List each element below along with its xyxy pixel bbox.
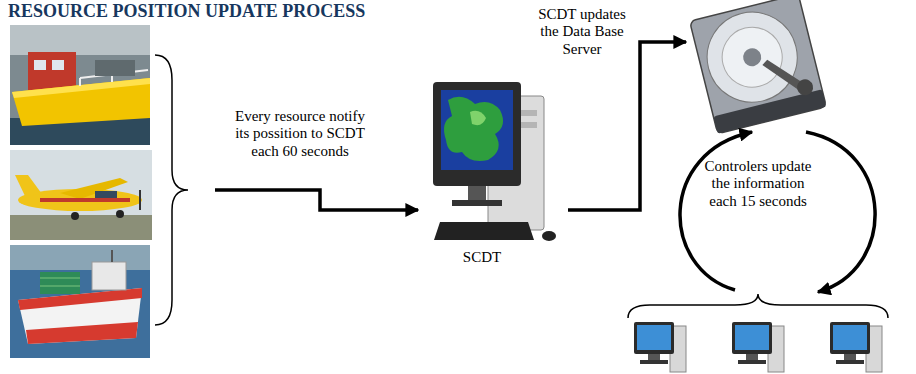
boat-photo-part — [28, 52, 76, 90]
brace — [155, 55, 188, 325]
plane-photo-part — [10, 150, 152, 240]
hard-disk-icon-part — [716, 21, 789, 94]
computer-icon-part — [434, 222, 534, 240]
controller-computer-part — [746, 354, 758, 360]
hard-disk-icon-part — [698, 3, 807, 112]
controller-computer-part — [637, 325, 671, 350]
boat-photo-part — [34, 60, 46, 70]
label-text: SCDT updates the Data Base Server — [538, 6, 626, 57]
plane-photo-part — [139, 190, 141, 210]
boat-photo-part — [52, 60, 64, 70]
boat-photo-part — [10, 245, 150, 270]
boat-photo — [10, 25, 150, 145]
arrow-label: Every resource notify its possition to S… — [230, 108, 370, 160]
hard-disk-icon — [690, 0, 827, 134]
controller-computer-part — [732, 322, 772, 354]
boat-photo-part — [40, 286, 80, 287]
controller-computer — [830, 322, 882, 372]
controller-computer-part — [836, 360, 864, 364]
computer-icon-part — [452, 200, 502, 206]
plane-photo-part — [95, 191, 117, 198]
computer-icon — [433, 82, 556, 241]
plane-photo-part — [10, 215, 152, 240]
controller-computer-part — [844, 354, 856, 360]
boat-photo-part — [79, 78, 81, 86]
brace — [628, 294, 888, 318]
controller-computer-part — [648, 354, 660, 360]
boat-photo-part — [40, 278, 80, 279]
hard-disk-icon-part — [795, 78, 814, 97]
cycle-arrow — [680, 132, 752, 290]
diagram-title: RESOURCE POSITION UPDATE PROCESS — [8, 1, 365, 22]
plane-photo-part — [15, 175, 42, 196]
boat-photo-part — [10, 25, 150, 145]
boat-photo-part — [111, 250, 113, 262]
hard-disk-icon-part — [690, 0, 827, 134]
controller-computer-part — [738, 360, 766, 364]
arrow-label: Controlers update the information each 1… — [699, 158, 817, 210]
computer-icon-part — [444, 97, 503, 161]
cycle-arrow — [806, 132, 875, 292]
boat-photo-part — [12, 78, 150, 98]
plane-photo-part — [71, 212, 79, 220]
label-text: Controlers update the information each 1… — [704, 158, 811, 209]
boat-photo-part — [10, 25, 150, 55]
controller-computer — [634, 322, 686, 372]
computer-icon-part — [441, 90, 513, 170]
boat-photo-part — [95, 60, 135, 76]
plane-photo-part — [40, 198, 130, 202]
controller-computer-part — [833, 325, 867, 350]
computer-icon-part — [470, 111, 486, 125]
plane-photo — [10, 150, 152, 240]
node-label: SCDT — [462, 249, 503, 266]
boat-photo-part — [40, 272, 80, 294]
computer-icon-part — [542, 231, 556, 241]
boat-photo-part — [10, 245, 150, 358]
boat-photo-part — [18, 288, 142, 344]
controller-computer-part — [735, 325, 769, 350]
boat-photo-part — [12, 78, 150, 126]
arrow-label: SCDT updates the Data Base Server — [530, 6, 634, 58]
controller-computer-part — [830, 322, 870, 354]
label-text: Every resource notify its possition to S… — [235, 108, 365, 159]
computer-node: SCDT — [458, 247, 507, 271]
boat-photo — [10, 245, 150, 358]
computer-icon-part — [468, 186, 486, 200]
controller-computer-part — [640, 360, 668, 364]
flow-arrow — [215, 190, 418, 210]
boat-photo-part — [92, 262, 126, 290]
controller-computer-part — [634, 322, 674, 354]
hard-disk-icon-part — [741, 46, 763, 68]
controller-computer — [732, 322, 784, 372]
boat-photo-part — [26, 322, 138, 344]
flow-arrow — [568, 42, 686, 210]
computer-icon-part — [433, 82, 521, 186]
plane-photo-part — [116, 210, 124, 218]
plane-photo-part — [60, 178, 128, 199]
